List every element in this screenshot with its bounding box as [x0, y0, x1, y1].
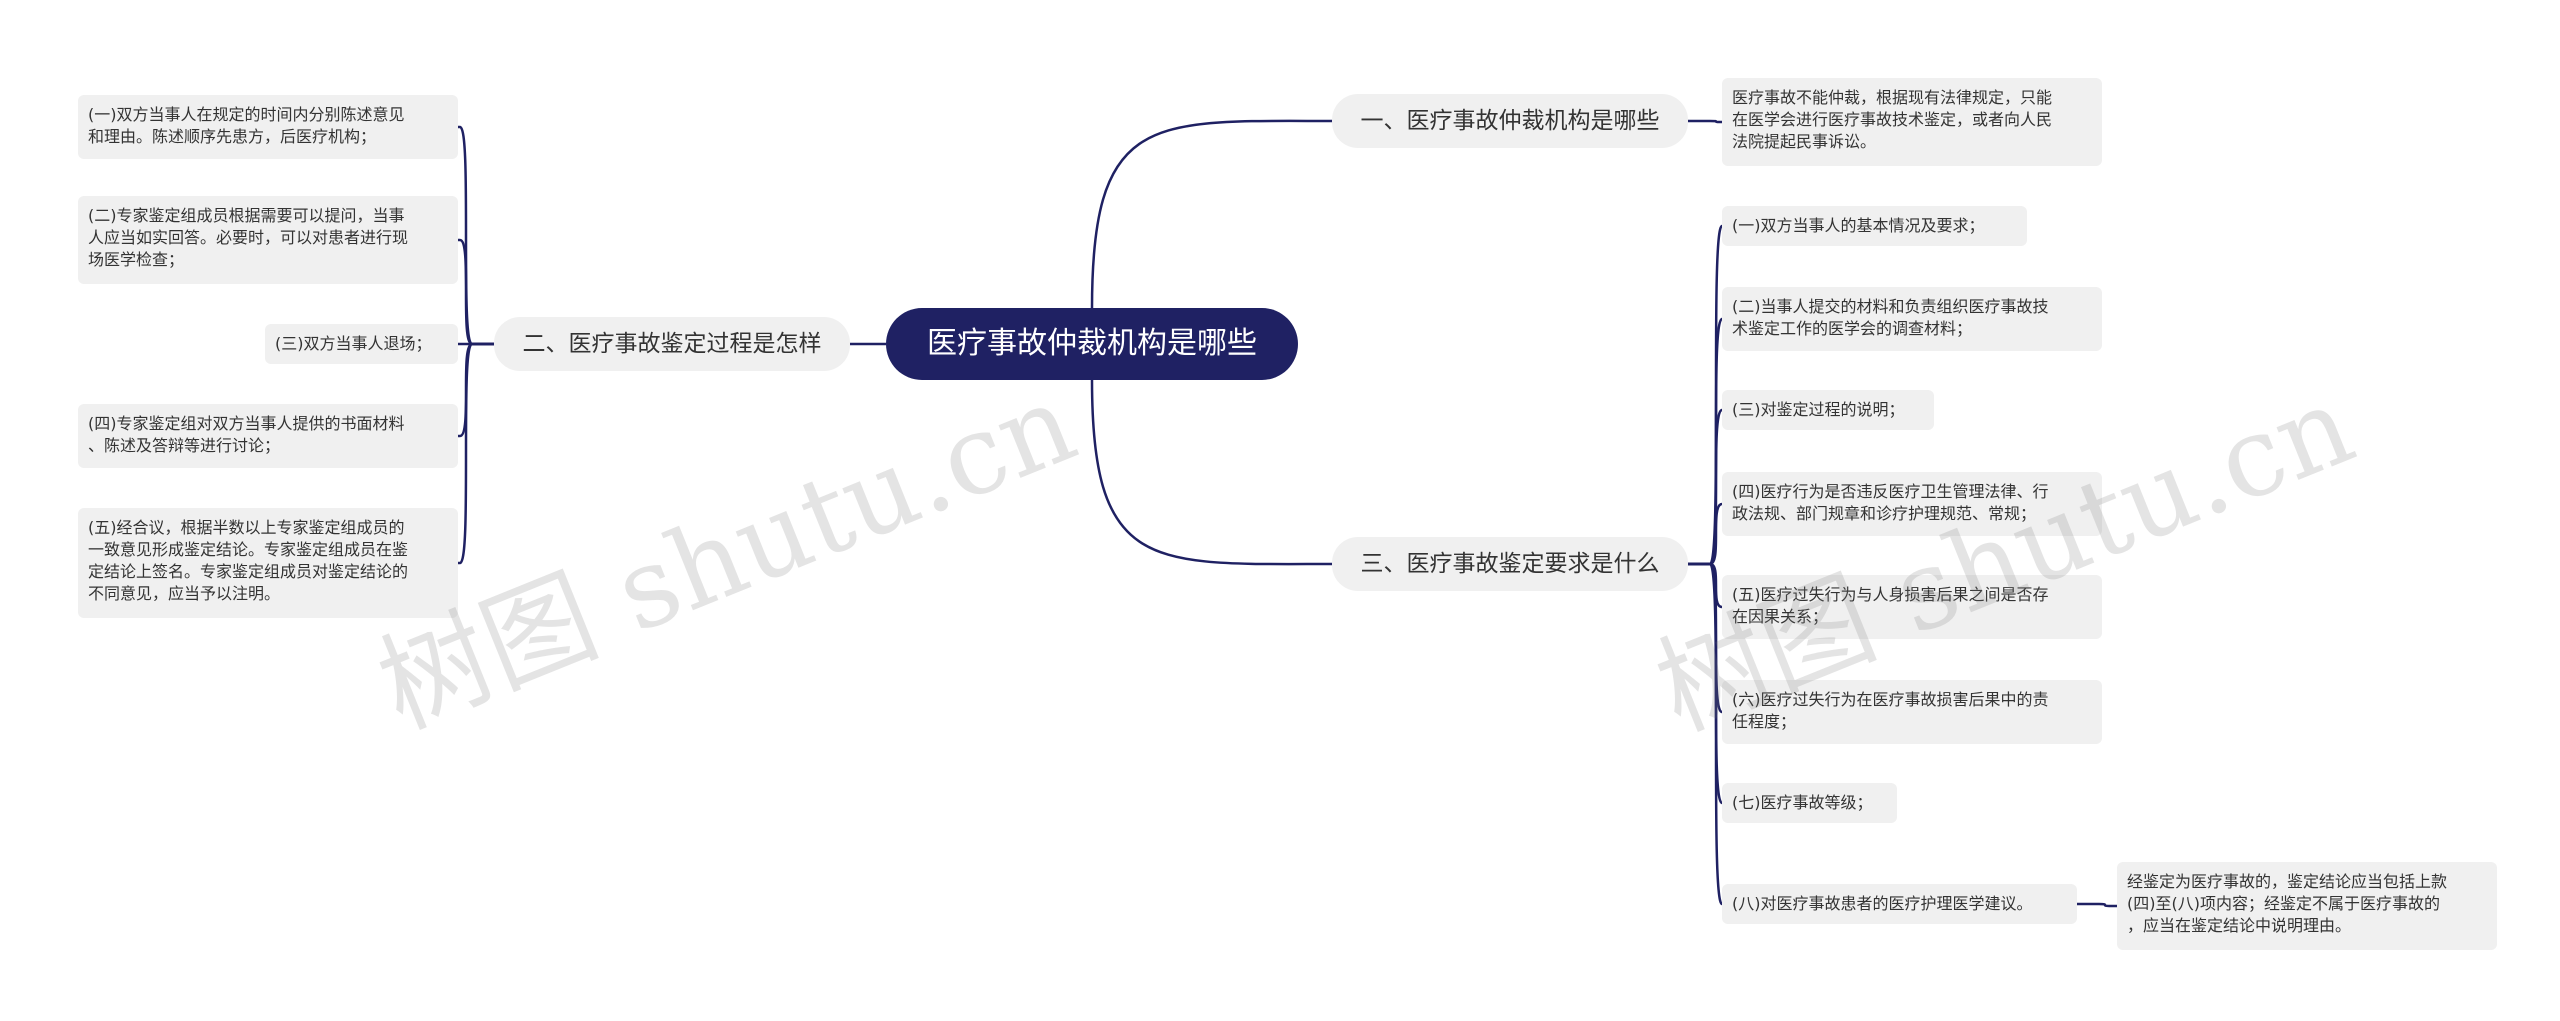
branch-2-leaf-5[interactable]: (五)经合议，根据半数以上专家鉴定组成员的 一致意见形成鉴定结论。专家鉴定组成员… [78, 508, 458, 618]
branch-3-leaf-3[interactable]: (三)对鉴定过程的说明； [1722, 390, 1934, 430]
branch-2-leaf-4[interactable]: (四)专家鉴定组对双方当事人提供的书面材料 、陈述及答辩等进行讨论； [78, 404, 458, 468]
link-b2-2 [458, 238, 494, 346]
link-root-b1 [1090, 119, 1333, 309]
branch-3-leaf-7[interactable]: (七)医疗事故等级； [1722, 783, 1897, 823]
link-b2-5 [458, 342, 494, 565]
link-b2-4 [458, 342, 494, 438]
branch-2-leaf-3[interactable]: (三)双方当事人退场； [265, 324, 458, 364]
link-root-b3 [1090, 379, 1333, 566]
link-b2-1 [458, 125, 494, 346]
branch-3-label[interactable]: 三、医疗事故鉴定要求是什么 [1332, 537, 1688, 591]
root-topic[interactable]: 医疗事故仲裁机构是哪些 [886, 308, 1298, 380]
branch-1-label[interactable]: 一、医疗事故仲裁机构是哪些 [1332, 94, 1688, 148]
link-b3-8-1 [2077, 902, 2117, 908]
branch-3-leaf-4[interactable]: (四)医疗行为是否违反医疗卫生管理法律、行 政法规、部门规章和诊疗护理规范、常规… [1722, 472, 2102, 536]
link-b3-4 [1688, 502, 1723, 566]
branch-3-leaf-6[interactable]: (六)医疗过失行为在医疗事故损害后果中的责 任程度； [1722, 680, 2102, 744]
branch-3-leaf-8-detail[interactable]: 经鉴定为医疗事故的，鉴定结论应当包括上款 (四)至(八)项内容；经鉴定不属于医疗… [2117, 862, 2497, 950]
link-b1-1 [1688, 119, 1723, 124]
branch-3-leaf-2[interactable]: (二)当事人提交的材料和负责组织医疗事故技 术鉴定工作的医学会的调查材料； [1722, 287, 2102, 351]
branch-3-leaf-5[interactable]: (五)医疗过失行为与人身损害后果之间是否存 在因果关系； [1722, 575, 2102, 639]
branch-2-label[interactable]: 二、医疗事故鉴定过程是怎样 [494, 317, 850, 371]
branch-2-leaf-2[interactable]: (二)专家鉴定组成员根据需要可以提问，当事 人应当如实回答。必要时，可以对患者进… [78, 196, 458, 284]
branch-3-leaf-1[interactable]: (一)双方当事人的基本情况及要求； [1722, 206, 2027, 246]
branch-3-leaf-8[interactable]: (八)对医疗事故患者的医疗护理医学建议。 [1722, 884, 2077, 924]
branch-1-leaf[interactable]: 医疗事故不能仲裁，根据现有法律规定，只能 在医学会进行医疗事故技术鉴定，或者向人… [1722, 78, 2102, 166]
branch-2-leaf-1[interactable]: (一)双方当事人在规定的时间内分别陈述意见 和理由。陈述顺序先患方，后医疗机构； [78, 95, 458, 159]
link-b3-8 [1688, 562, 1724, 906]
